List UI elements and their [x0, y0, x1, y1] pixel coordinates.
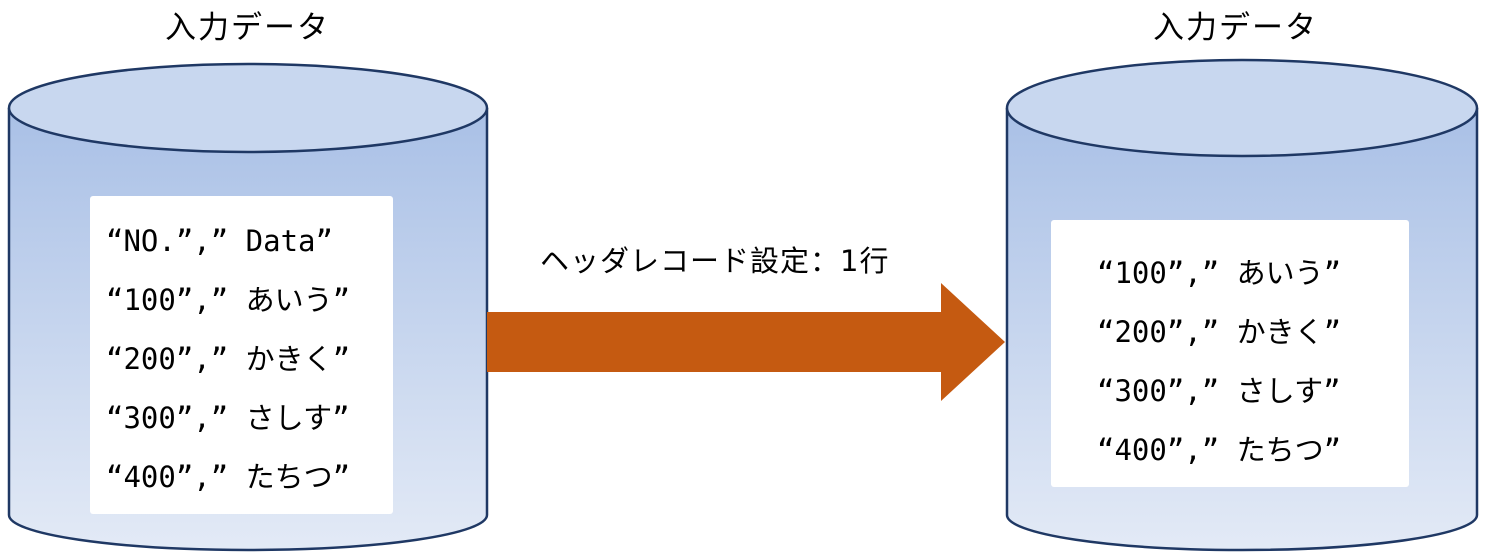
source-record: “200”,” かきく” [106, 342, 351, 376]
source-records-panel: “NO.”,” Data” “100”,” あいう” “200”,” かきく” … [90, 196, 393, 514]
target-record: “200”,” かきく” [1097, 315, 1342, 349]
source-record: “400”,” たちつ” [106, 460, 351, 494]
source-header-record: “NO.”,” Data” [106, 224, 333, 258]
target-database-title: 入力データ [1153, 10, 1318, 46]
source-database-title: 入力データ [165, 10, 330, 46]
transform-arrow [487, 283, 1005, 401]
target-record: “100”,” あいう” [1097, 256, 1342, 290]
source-record: “300”,” さしす” [106, 401, 350, 435]
source-record: “100”,” あいう” [106, 283, 351, 317]
target-records-panel: “100”,” あいう” “200”,” かきく” “300”,” さしす” “… [1051, 220, 1409, 487]
target-record: “400”,” たちつ” [1097, 433, 1342, 467]
transform-label: ヘッダレコード設定：1行 [540, 244, 890, 278]
target-record: “300”,” さしす” [1097, 374, 1341, 408]
